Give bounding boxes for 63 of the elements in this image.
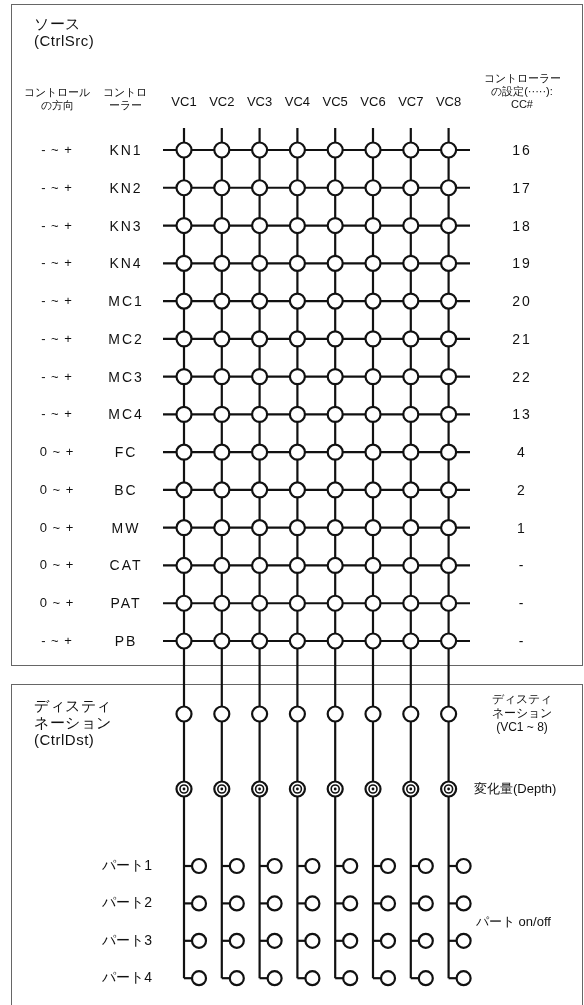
cc-number: 13 [511, 406, 533, 423]
direction-range: 0 ~ + [38, 519, 76, 535]
controller-name: MC1 [107, 293, 145, 310]
cc-number: 20 [511, 293, 533, 310]
controller-name: CAT [108, 557, 144, 574]
cc-number: - [517, 595, 527, 612]
direction-range: 0 ~ + [38, 557, 76, 573]
controller-name: KN1 [108, 142, 144, 158]
column-header: コントローラー [102, 86, 148, 112]
direction-range: - ~ + [40, 217, 74, 233]
controller-name: KN4 [108, 255, 144, 272]
column-header: VC2 [208, 94, 236, 109]
controller-name: MC4 [107, 406, 145, 423]
direction-range: - ~ + [40, 633, 74, 648]
part-label: パート1 [101, 857, 152, 873]
cc-number: 2 [516, 481, 528, 498]
column-header: VC8 [434, 94, 463, 109]
panel-title: ディスティネーション (CtrlDst) [34, 697, 113, 748]
column-header: VC6 [359, 94, 387, 109]
side-label: 変化量(Depth) [474, 781, 558, 796]
direction-range: - ~ + [40, 293, 74, 309]
cc-number: 22 [511, 368, 533, 385]
side-label: パート on/off [476, 914, 552, 929]
direction-range: - ~ + [40, 330, 74, 346]
controller-name: FC [113, 444, 139, 461]
column-header: VC3 [245, 94, 274, 109]
column-header: コントロールの方向 [23, 86, 91, 112]
controller-name: MC2 [107, 330, 145, 347]
cc-number: - [517, 633, 527, 649]
direction-range: 0 ~ + [38, 595, 76, 611]
direction-range: - ~ + [40, 368, 74, 384]
part-label: パート3 [101, 931, 152, 948]
column-header: VC1 [170, 94, 198, 109]
side-label: ディスティネーション(VC1 ~ 8) [491, 692, 553, 734]
controller-name: PB [113, 633, 139, 649]
direction-range: - ~ + [40, 179, 74, 195]
panel-title: ソース (CtrlSrc) [34, 15, 96, 49]
cc-number: 21 [511, 330, 533, 347]
cc-number: 17 [511, 179, 533, 196]
cc-number: 1 [516, 519, 528, 536]
part-label: パート4 [101, 969, 152, 986]
controller-name: MW [110, 519, 142, 536]
cc-number: 19 [511, 255, 533, 272]
direction-range: 0 ~ + [38, 444, 76, 460]
panel-frame [11, 4, 583, 666]
direction-range: - ~ + [40, 142, 74, 157]
direction-range: - ~ + [40, 255, 74, 271]
column-header: コントローラーの設定(·····): CC# [482, 72, 562, 111]
controller-name: PAT [109, 595, 143, 612]
controller-name: KN3 [108, 217, 144, 234]
cc-number: 18 [511, 217, 533, 234]
cc-number: - [517, 557, 527, 574]
part-label: パート2 [101, 894, 152, 911]
column-header: VC4 [283, 94, 312, 109]
column-header: VC5 [321, 94, 349, 109]
cc-number: 4 [516, 444, 528, 461]
controller-name: MC3 [107, 368, 145, 385]
controller-name: KN2 [108, 179, 144, 196]
controller-name: BC [113, 481, 139, 498]
direction-range: 0 ~ + [38, 481, 76, 497]
cc-number: 16 [511, 142, 533, 158]
direction-range: - ~ + [40, 406, 74, 422]
column-header: VC7 [397, 94, 425, 109]
